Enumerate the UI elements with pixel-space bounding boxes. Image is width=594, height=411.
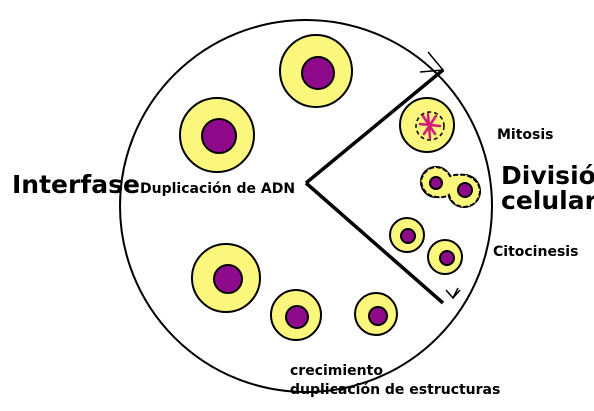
crecimiento-label-line1: crecimiento xyxy=(290,363,383,379)
upper-arrow xyxy=(304,68,445,185)
crecimiento-label-line2: duplicación de estructuras xyxy=(290,382,500,398)
division-label-line2: celular xyxy=(501,186,594,215)
cell-bottom-middle xyxy=(270,289,322,341)
daughter-cell-2 xyxy=(427,239,463,275)
citocinesis-label: Citocinesis xyxy=(493,244,578,260)
lower-arrow xyxy=(304,181,445,305)
cell-bottom-right xyxy=(354,292,398,336)
mitosis-cell xyxy=(399,97,455,153)
duplicacion-adn-label: Duplicación de ADN xyxy=(140,181,295,197)
daughter-cell-1 xyxy=(389,217,425,253)
upper-arrow-head xyxy=(419,51,445,73)
cycle-circle xyxy=(119,19,493,393)
mitosis-label: Mitosis xyxy=(497,127,554,143)
division-label-line1: División xyxy=(501,161,594,190)
chromosomes xyxy=(418,112,442,140)
cell-top xyxy=(279,34,353,108)
lower-arrow-head xyxy=(445,287,461,300)
interfase-label: Interfase xyxy=(12,170,140,199)
cell-upper-left xyxy=(179,97,255,173)
dividing-cells xyxy=(419,165,482,209)
cell-lower-left xyxy=(191,243,261,313)
